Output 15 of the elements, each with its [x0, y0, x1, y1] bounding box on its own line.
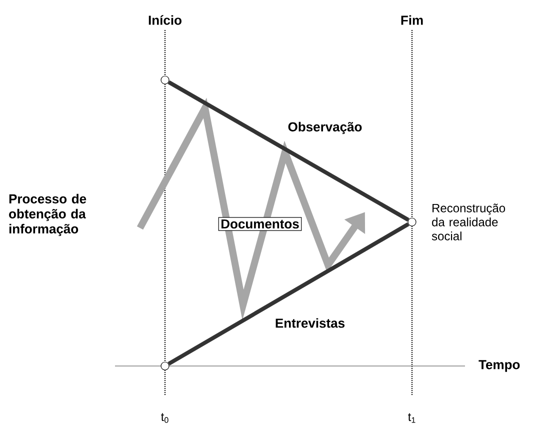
- text-box: Documentos: [218, 217, 302, 231]
- point-label: Reconstrução da realidade social: [432, 204, 506, 240]
- tick-label: t$_{1}$: [408, 413, 416, 423]
- tick-label: t$_{0}$: [161, 413, 168, 423]
- axis-label: Tempo: [478, 360, 520, 372]
- line: [168, 80, 410, 222]
- point-marker: [160, 362, 170, 370]
- line-label: Entrevistas: [276, 318, 344, 328]
- line: [168, 222, 410, 366]
- section-label: Início: [148, 15, 182, 25]
- line-label: Observação: [288, 122, 362, 134]
- section-label: Fim: [401, 15, 423, 25]
- point-marker: [408, 218, 416, 226]
- point-marker: [160, 76, 170, 84]
- process-label: Processo de obtenção da informação: [9, 194, 86, 236]
